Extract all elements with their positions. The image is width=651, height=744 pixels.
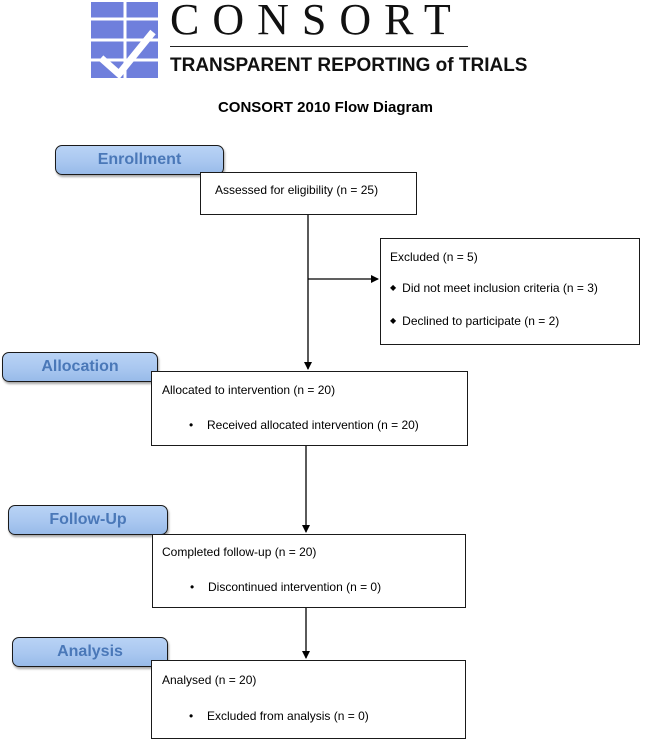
diagram-title: CONSORT 2010 Flow Diagram bbox=[217, 99, 434, 116]
excluded-item: ◆Did not meet inclusion criteria (n = 3) bbox=[390, 281, 598, 295]
eligibility-text: Assessed for eligibility (n = 25) bbox=[215, 183, 379, 197]
eligibility-box: Assessed for eligibility (n = 25) bbox=[200, 172, 417, 215]
stage-enrollment: Enrollment bbox=[55, 145, 224, 175]
consort-checkmark-logo-icon bbox=[91, 2, 158, 78]
analysed-title: Analysed (n = 20) bbox=[162, 673, 257, 687]
followup-box: Completed follow-up (n = 20) •Discontinu… bbox=[152, 534, 466, 608]
logo-divider bbox=[170, 46, 468, 47]
analysed-item: •Excluded from analysis (n = 0) bbox=[189, 709, 369, 723]
stage-allocation: Allocation bbox=[2, 352, 158, 382]
excluded-item: ◆Declined to participate (n = 2) bbox=[390, 314, 560, 328]
followup-title: Completed follow-up (n = 20) bbox=[162, 545, 317, 559]
followup-item: •Discontinued intervention (n = 0) bbox=[190, 580, 382, 594]
excluded-box: Excluded (n = 5) ◆Did not meet inclusion… bbox=[380, 238, 640, 345]
allocated-title: Allocated to intervention (n = 20) bbox=[162, 383, 336, 397]
allocated-item: •Received allocated intervention (n = 20… bbox=[189, 418, 419, 432]
logo-wordmark: CONSORT bbox=[170, 0, 464, 44]
analysed-box: Analysed (n = 20) •Excluded from analysi… bbox=[151, 660, 466, 739]
excluded-title: Excluded (n = 5) bbox=[390, 250, 478, 264]
stage-followup: Follow-Up bbox=[8, 505, 168, 535]
allocated-box: Allocated to intervention (n = 20) •Rece… bbox=[151, 371, 468, 446]
logo-tagline: TRANSPARENT REPORTING of TRIALS bbox=[170, 55, 528, 76]
stage-analysis: Analysis bbox=[12, 637, 168, 667]
